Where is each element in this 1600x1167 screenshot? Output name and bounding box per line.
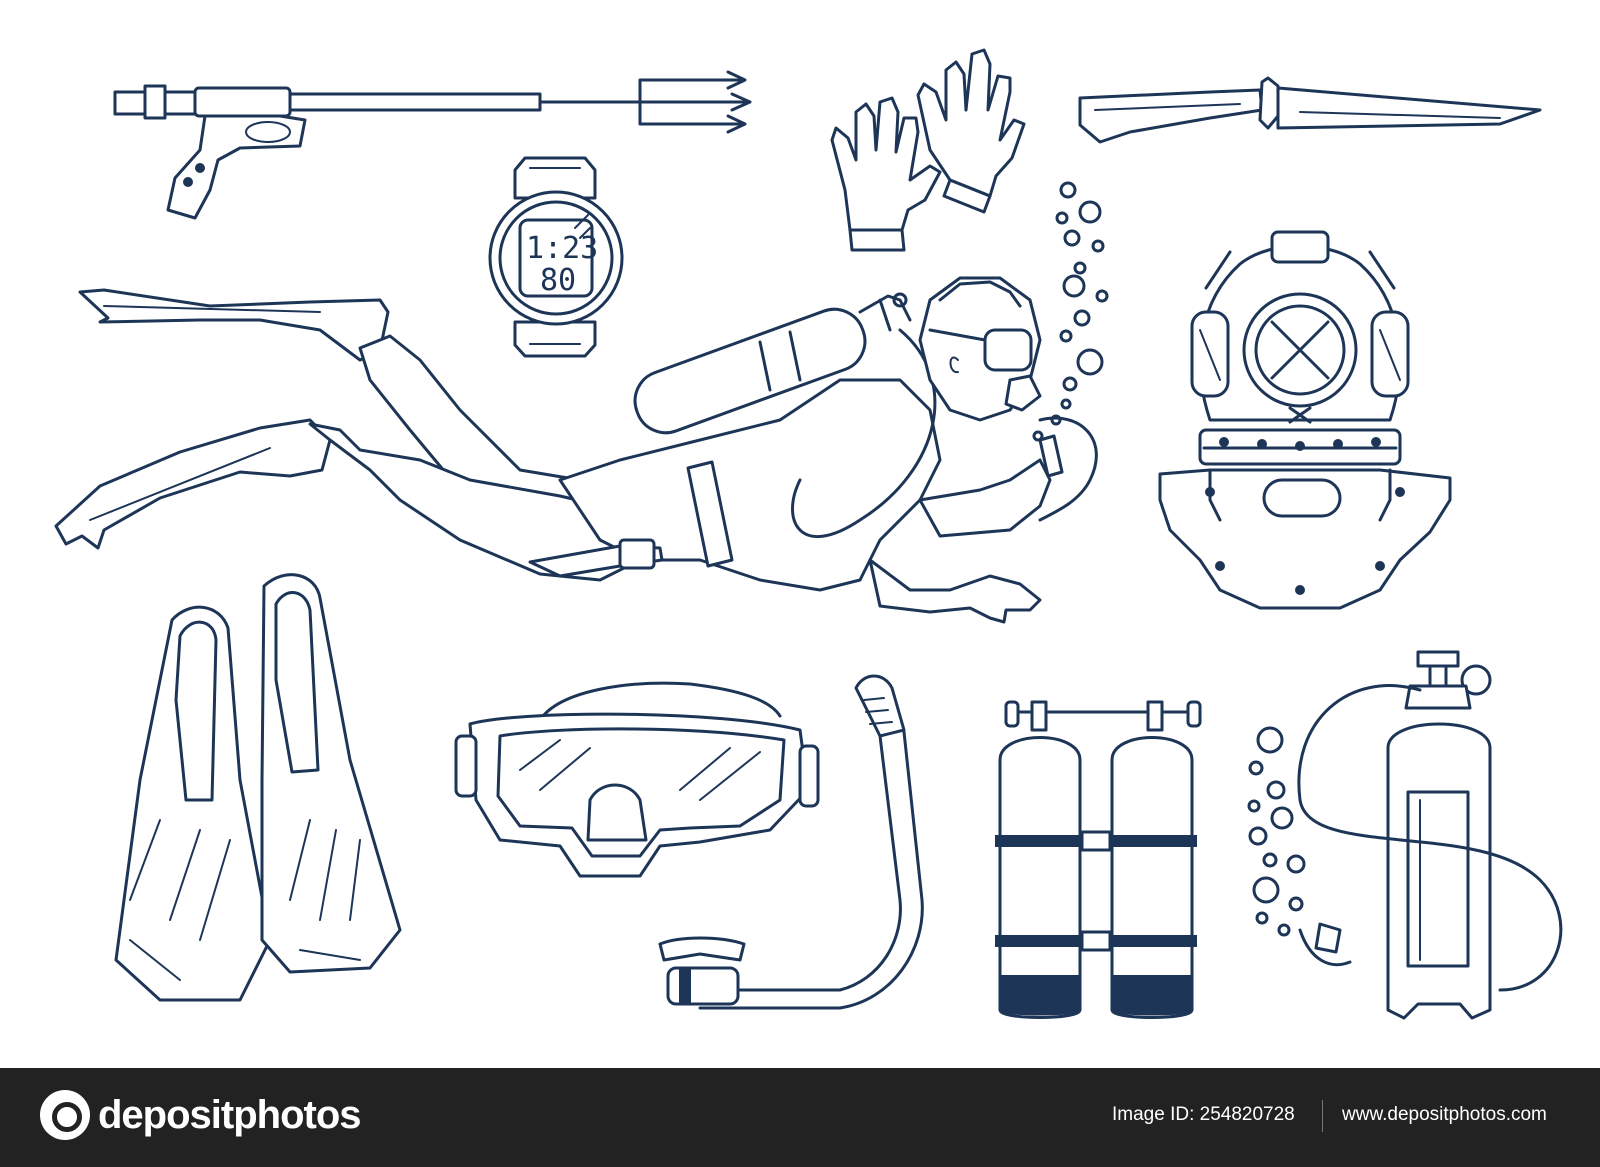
brand-logo[interactable]: depositphotos xyxy=(40,1090,362,1140)
bubbles-icon xyxy=(1032,181,1109,442)
camera-logo-icon xyxy=(40,1090,90,1140)
single-tank-icon xyxy=(1297,650,1563,1020)
dive-knife-icon xyxy=(1078,76,1542,144)
watch-depth-readout: 80 xyxy=(540,263,576,298)
image-id-label: Image ID: 254820728 xyxy=(1112,1104,1295,1125)
speargun-icon xyxy=(113,70,752,220)
bubbles-lower-icon xyxy=(1247,726,1306,937)
dive-watch-icon: 1:23 80 xyxy=(488,156,624,358)
fins-icon xyxy=(114,573,402,1002)
site-url-link[interactable]: www.depositphotos.com xyxy=(1342,1104,1547,1125)
scuba-diver-illustration xyxy=(54,276,1098,624)
watch-time-readout: 1:23 xyxy=(526,231,598,266)
snorkel-icon xyxy=(658,674,924,1010)
diving-helmet-icon xyxy=(1158,230,1452,610)
footer-divider xyxy=(1322,1100,1323,1132)
gloves-icon xyxy=(830,48,1026,252)
illustration-canvas: 1:23 80 xyxy=(54,48,1563,1020)
brand-name: depositphotos xyxy=(98,1092,362,1137)
twin-tanks-icon xyxy=(995,700,1202,1019)
footer-bar: depositphotos Image ID: 254820728 www.de… xyxy=(0,1068,1600,1167)
dive-mask-icon xyxy=(454,681,820,878)
